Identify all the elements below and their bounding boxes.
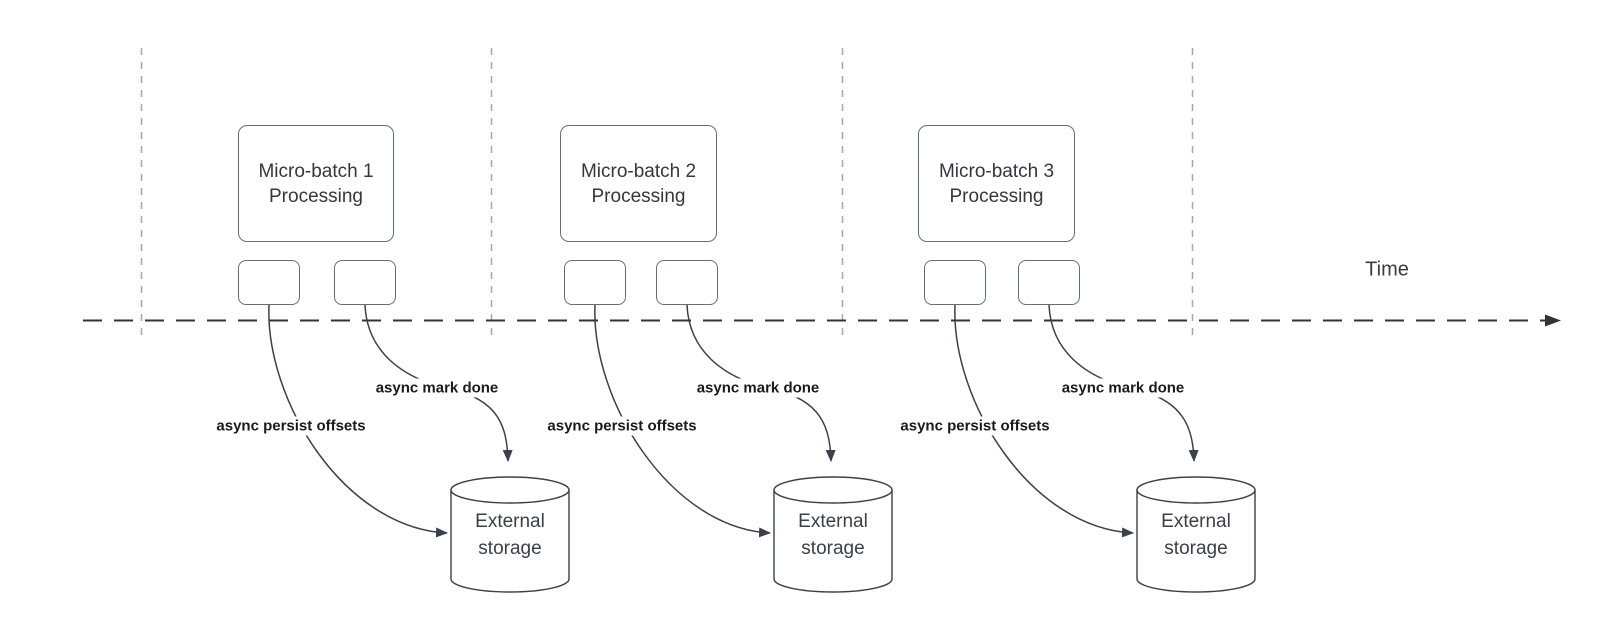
micro-batch-1-title: Micro-batch 1 <box>258 160 374 182</box>
micro-batch-2-title: Micro-batch 2 <box>580 160 697 182</box>
external-storage-3-line2: storage <box>1164 538 1228 559</box>
batch-2-done-task-node <box>656 260 718 305</box>
cylinder-2 <box>773 476 893 593</box>
micro-batch-3-node: Micro-batch 3 Processing <box>918 125 1075 242</box>
cylinder-1-top <box>450 476 570 504</box>
micro-batch-2-node: Micro-batch 2 Processing <box>560 125 717 242</box>
external-storage-3-label: External storage <box>1161 508 1231 562</box>
external-storage-2-label: External storage <box>798 508 868 562</box>
cylinder-2-body <box>773 489 893 593</box>
batch-2-offset-task-node <box>564 260 626 305</box>
batch-3-done-task-node <box>1018 260 1080 305</box>
batch-2-mark-done-label: async mark done <box>692 378 824 398</box>
batch-1-done-task-node <box>334 260 396 305</box>
micro-batch-3-subtitle: Processing <box>949 185 1044 207</box>
batch-1-persist-offsets-label: async persist offsets <box>212 416 370 436</box>
cylinder-3 <box>1136 476 1256 593</box>
external-storage-2-line1: External <box>798 511 868 532</box>
cylinder-1-body <box>450 489 570 593</box>
external-storage-2-line2: storage <box>801 538 865 559</box>
async-arrows <box>268 304 1199 538</box>
cylinder-1 <box>450 476 570 593</box>
cylinder-3-top <box>1136 476 1256 504</box>
cylinder-3-body <box>1136 489 1256 593</box>
external-storage-1-line1: External <box>475 511 545 532</box>
micro-batch-2-subtitle: Processing <box>591 185 686 207</box>
time-axis-label: Time <box>1365 258 1409 281</box>
storage-cylinders <box>450 476 1256 593</box>
persist-offsets-arrow-3 <box>954 304 1134 538</box>
micro-batch-3-title: Micro-batch 3 <box>938 160 1055 182</box>
micro-batch-1-subtitle: Processing <box>269 185 363 207</box>
batch-3-offset-task-node <box>924 260 986 305</box>
interval-guide-lines <box>140 48 1194 340</box>
cylinder-2-top <box>773 476 893 504</box>
external-storage-1-label: External storage <box>475 508 545 562</box>
external-storage-1-line2: storage <box>478 538 542 559</box>
batch-1-mark-done-label: async mark done <box>371 378 503 398</box>
batch-1-offset-task-node <box>238 260 300 305</box>
batch-3-persist-offsets-label: async persist offsets <box>896 416 1054 436</box>
batch-3-mark-done-label: async mark done <box>1057 378 1189 398</box>
persist-offsets-arrow-2 <box>594 304 771 538</box>
external-storage-3-line1: External <box>1161 511 1231 532</box>
batch-2-persist-offsets-label: async persist offsets <box>543 416 701 436</box>
persist-offsets-arrow-1 <box>268 304 448 538</box>
micro-batch-1-node: Micro-batch 1 Processing <box>238 125 394 242</box>
